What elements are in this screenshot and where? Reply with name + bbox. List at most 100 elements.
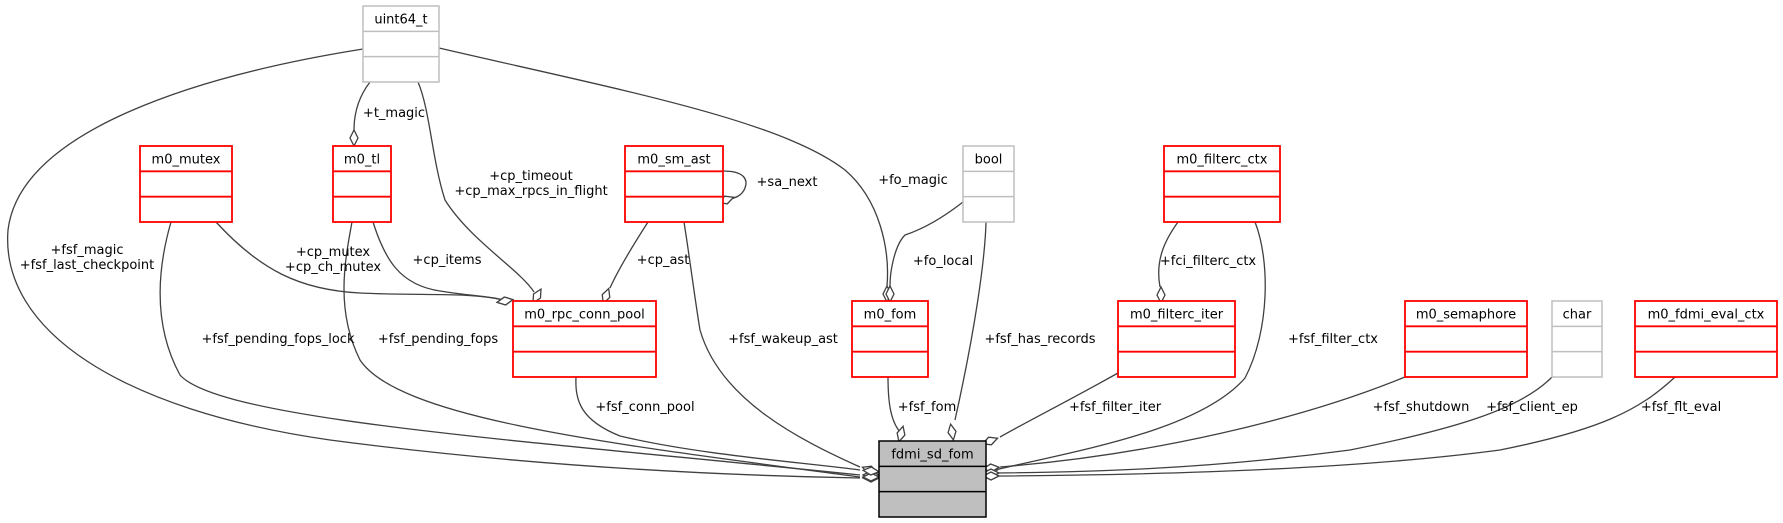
edge-line [343,221,861,478]
edge-line [438,47,889,287]
class-box [1163,145,1281,223]
edge-label: +cp_timeout [489,169,572,184]
class-name: fdmi_sd_fom [891,448,973,463]
edge-label: +cp_mutex [296,245,371,260]
aggregation-diamond-icon [896,424,906,444]
aggregation-diamond-icon [1156,285,1166,305]
edge-line [954,221,987,421]
class-name: m0_mutex [152,153,221,168]
edge-label: +fsf_fom [898,400,957,415]
edge-label: +fsf_client_ep [1486,400,1578,415]
edge-m0_fom-to-fdmi_sd_fom [887,376,906,444]
edge-label: +fsf_pending_fops [378,332,498,347]
edge-line [417,81,535,293]
class-name: uint64_t [374,13,427,28]
aggregation-diamond-icon [947,422,957,442]
class-node-m0_tl[interactable]: m0_tl [332,145,392,223]
class-box [1404,300,1528,378]
class-name: m0_sm_ast [637,153,710,168]
aggregation-diamond-icon [495,296,515,306]
edge-char-to-fdmi_sd_fom [981,376,1553,478]
edge-label: +cp_max_rpcs_in_flight [454,184,607,199]
edge-label: +fsf_magic [51,243,124,258]
edge-label: +fsf_filter_ctx [1288,332,1378,347]
edge-line [215,221,504,301]
edge-uint64_t-to-m0_tl [349,81,371,148]
edge-line [683,221,861,468]
class-box [1117,300,1236,378]
edge-label: +fsf_last_checkpoint [20,258,154,273]
edge-line [999,372,1119,438]
class-name: bool [975,153,1003,168]
edge-line [7,48,861,479]
class-node-m0_filterc_ctx[interactable]: m0_filterc_ctx [1163,145,1281,223]
edge-m0_sm_ast-to-m0_rpc_conn_pool [601,221,649,305]
class-node-m0_sm_ast[interactable]: m0_sm_ast [624,145,724,223]
edge-label: +fsf_conn_pool [595,400,694,415]
class-node-m0_mutex[interactable]: m0_mutex [139,145,233,223]
edge-label: +cp_ast [637,253,690,268]
edge-label: +cp_ch_mutex [285,260,381,275]
edge-line [372,221,504,301]
class-name: m0_fom [864,308,917,323]
edge-label: +fo_magic [878,173,948,188]
edge-bool-to-fdmi_sd_fom [947,221,987,442]
edge-line [722,170,747,201]
class-box [1551,300,1603,378]
edge-line [994,221,1266,471]
edge-line [997,376,1553,474]
edge-uint64_t-to-m0_rpc_conn_pool [417,81,542,305]
nodes-layer: uint64_t m0_mutex m0_tl m0_sm_ast bool m0_fil… [139,5,1778,518]
class-node-m0_semaphore[interactable]: m0_semaphore [1404,300,1528,378]
class-node-bool[interactable]: bool [962,145,1015,223]
edge-m0_fdmi_eval_ctx-to-fdmi_sd_fom [981,376,1676,481]
edge-m0_filterc_ctx-to-m0_filterc_iter [1156,221,1179,305]
class-name: m0_semaphore [1416,308,1516,323]
edge-m0_tl-to-m0_rpc_conn_pool [372,221,515,306]
class-box [962,145,1015,223]
class-node-fdmi_sd_fom[interactable]: fdmi_sd_fom [878,440,987,518]
edge-line [887,376,901,433]
class-node-uint64_t[interactable]: uint64_t [362,5,440,83]
edge-label: +fo_local [913,254,973,269]
aggregation-diamond-icon [349,128,359,148]
class-name: m0_filterc_iter [1130,308,1224,323]
edge-label: +fci_filterc_ctx [1160,254,1257,269]
edge-line [997,376,1676,477]
class-box [139,145,233,223]
class-box [512,300,657,378]
class-node-m0_fdmi_eval_ctx[interactable]: m0_fdmi_eval_ctx [1634,300,1778,378]
class-node-m0_rpc_conn_pool[interactable]: m0_rpc_conn_pool [512,300,657,378]
aggregation-diamond-icon [885,284,895,304]
class-name: m0_fdmi_eval_ctx [1648,308,1765,323]
edge-label: +fsf_pending_fops_lock [202,332,355,347]
edge-line [1158,221,1179,288]
edge-label: +sa_next [757,175,818,190]
class-node-m0_fom[interactable]: m0_fom [851,300,929,378]
edge-label: +t_magic [363,106,425,121]
edge-label: +fsf_filter_iter [1069,400,1162,415]
edge-line [999,376,1406,468]
class-box [624,145,724,223]
aggregation-diamond-icon [532,287,542,305]
edge-line [575,376,861,471]
edge-line [353,81,371,131]
edge-line [609,221,649,289]
class-name: m0_tl [344,153,380,168]
class-box [362,5,440,83]
edge-m0_sm_ast-to-fdmi_sd_fom [683,221,879,475]
edge-line [889,201,964,287]
class-node-char[interactable]: char [1551,300,1603,378]
class-box [332,145,392,223]
class-name: m0_filterc_ctx [1177,153,1268,168]
edge-label: +fsf_has_records [984,332,1095,347]
class-box [878,440,987,518]
edge-labels-layer: +fsf_magic+fsf_last_checkpoint +t_magic +c… [20,106,1721,415]
class-node-m0_filterc_iter[interactable]: m0_filterc_iter [1117,300,1236,378]
class-name: char [1563,308,1592,323]
edge-bool-to-m0_fom [885,201,964,304]
class-box [851,300,929,378]
edge-label: +fsf_shutdown [1373,400,1470,415]
edge-line [159,221,861,476]
